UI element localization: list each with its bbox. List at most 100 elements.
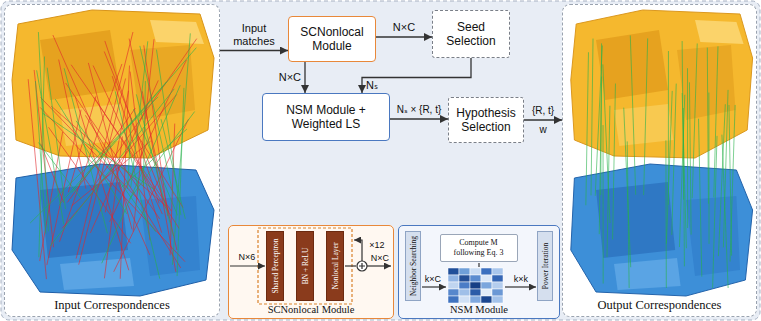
layer-bar: Nonlocal Layer bbox=[326, 231, 344, 301]
correspondence-line bbox=[47, 110, 81, 265]
correspondence-line bbox=[50, 89, 174, 246]
matrix-cell bbox=[470, 282, 481, 289]
correspondence-line bbox=[35, 81, 45, 233]
point-cloud bbox=[571, 10, 753, 296]
correspondence-line bbox=[55, 99, 127, 214]
correspondence-line bbox=[672, 84, 676, 235]
module-box: SCNonlocal Module bbox=[288, 16, 376, 62]
input-panel: Input Correspondences bbox=[4, 4, 220, 317]
flow-arrow bbox=[362, 58, 471, 93]
matrix-cell bbox=[448, 289, 459, 296]
dimension-label: ×12 bbox=[369, 240, 384, 250]
node-label: Shared Perceptron bbox=[270, 238, 279, 293]
correspondence-line bbox=[595, 46, 602, 196]
flow-arrow bbox=[304, 62, 305, 93]
output-panel: Output Correspondences bbox=[562, 4, 757, 317]
correspondence-line bbox=[172, 33, 190, 264]
module-detail-panel: SCNonlocal Module Shared Perceptron BN + R… bbox=[228, 225, 394, 319]
flow-arrow bbox=[524, 119, 562, 120]
correspondence-line bbox=[156, 50, 180, 216]
correspondence-line bbox=[729, 105, 732, 256]
matrix-cell bbox=[448, 282, 459, 289]
node-label: Seed Selection bbox=[439, 20, 502, 48]
flow-arrow bbox=[390, 118, 448, 119]
edge-label: Nₛ bbox=[366, 79, 378, 92]
step-bar: Neighbor Searching bbox=[405, 231, 421, 301]
matrix-cell bbox=[459, 275, 470, 282]
correspondence-line bbox=[121, 129, 187, 188]
correspondence-line bbox=[43, 113, 155, 189]
step-bar: Power Iteration bbox=[537, 231, 553, 301]
correspondence-line bbox=[130, 72, 150, 241]
matrix-cell bbox=[448, 268, 459, 275]
node-label: SCNonlocal Module bbox=[268, 304, 355, 316]
correspondence-line bbox=[607, 106, 610, 257]
correspondence-line bbox=[692, 43, 697, 198]
flow-line bbox=[478, 263, 479, 267]
correspondence-line bbox=[707, 48, 708, 204]
correspondence-line bbox=[624, 108, 631, 268]
edge-label: N×C bbox=[279, 71, 301, 84]
correspondence-line bbox=[665, 140, 666, 288]
module-detail-panel: NSM Module Neighbor Searching Compute M fo… bbox=[398, 225, 560, 319]
dashed-step-box: Hypothesis Selection bbox=[448, 97, 524, 143]
module-box: NSM Module + Weighted LS bbox=[262, 93, 390, 141]
edge-label: Input matches bbox=[228, 22, 280, 48]
layer-bar: BN + ReLU bbox=[296, 231, 314, 301]
correspondence-line bbox=[37, 70, 64, 224]
matrix-cell bbox=[459, 268, 470, 275]
flow-line bbox=[345, 265, 356, 266]
edge-label: Nₛ × {R, t} bbox=[397, 103, 442, 116]
formula-box: Compute M following Eq. 3 bbox=[440, 234, 518, 262]
panel-ground bbox=[562, 4, 757, 317]
panel-ground bbox=[4, 4, 220, 317]
node-label: Output Correspondences bbox=[598, 298, 722, 313]
node-label: NSM Module + Weighted LS bbox=[280, 103, 372, 131]
correspondence-line bbox=[64, 68, 107, 233]
correspondence-line bbox=[128, 118, 132, 189]
correspondence-line bbox=[144, 45, 168, 216]
node-label: Hypothesis Selection bbox=[455, 106, 516, 134]
correspondence-line bbox=[689, 82, 691, 234]
matrix-cell bbox=[492, 275, 503, 282]
correspondence-line bbox=[666, 91, 672, 244]
matrix-cell bbox=[492, 282, 503, 289]
correspondence-line bbox=[679, 95, 684, 247]
point-cloud bbox=[12, 10, 214, 296]
edge-label: N×C bbox=[393, 21, 415, 34]
node-label: NSM Module bbox=[450, 304, 508, 316]
loop-arrow bbox=[354, 240, 362, 261]
node-label: Compute M following Eq. 3 bbox=[444, 238, 514, 258]
correspondence-line bbox=[161, 119, 185, 219]
correspondence-line bbox=[603, 125, 604, 283]
correspondence-line bbox=[76, 121, 156, 232]
dimension-label: N×6 bbox=[239, 252, 256, 262]
correspondence-line bbox=[644, 38, 648, 195]
flow-arrow bbox=[376, 36, 432, 37]
repeat-block bbox=[258, 228, 352, 304]
matrix-cell bbox=[481, 268, 492, 275]
correspondence-line bbox=[114, 119, 189, 272]
matrix-cell bbox=[470, 268, 481, 275]
correspondence-line bbox=[131, 41, 148, 187]
flow-arrow bbox=[505, 286, 536, 287]
correspondence-line bbox=[718, 104, 725, 256]
correspondence-line bbox=[110, 60, 187, 222]
matrix-cell bbox=[481, 296, 492, 303]
matrix-cell bbox=[470, 275, 481, 282]
correspondence-line bbox=[66, 83, 160, 219]
correspondence-line bbox=[136, 94, 173, 236]
correspondence-line bbox=[668, 51, 669, 205]
node-label: SCNonlocal Module bbox=[296, 25, 369, 53]
panel-ground bbox=[228, 225, 394, 319]
node-label: Power Iteration bbox=[540, 242, 549, 288]
correspondence-line bbox=[41, 97, 139, 199]
edge-label: {R, t} bbox=[532, 104, 554, 117]
correspondence-lines bbox=[28, 32, 735, 288]
flow-arrow bbox=[367, 265, 391, 266]
matrix-cell bbox=[459, 296, 470, 303]
